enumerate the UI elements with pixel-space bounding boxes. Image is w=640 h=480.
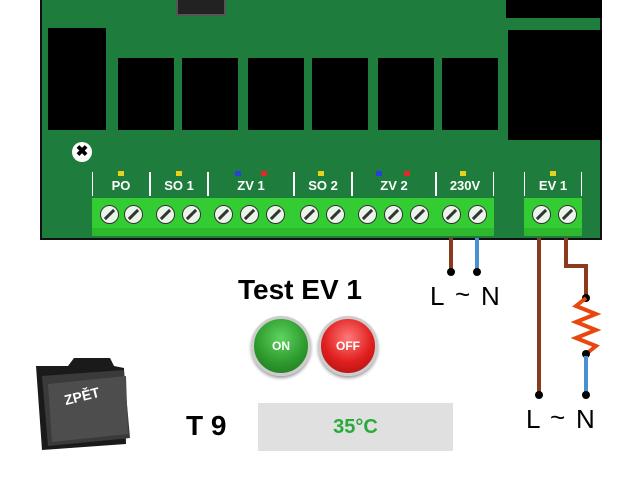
led-so1 <box>176 171 182 176</box>
screw <box>182 205 201 224</box>
screw <box>156 205 175 224</box>
relay-po <box>118 58 174 130</box>
screw <box>300 205 319 224</box>
led-zv2-blue <box>376 171 382 176</box>
terminal-label-po: PO <box>92 172 150 196</box>
terminal-label-zv1: ZV 1 <box>208 172 294 196</box>
screw <box>240 205 259 224</box>
screw <box>410 205 429 224</box>
led-zv1-red <box>261 171 267 176</box>
led-zv1-blue <box>235 171 241 176</box>
mains-label-l: L <box>430 281 445 311</box>
terminal-label-so2: SO 2 <box>294 172 352 196</box>
screw <box>326 205 345 224</box>
terminal-label-ev1: EV 1 <box>524 172 582 196</box>
relay-zv2 <box>378 58 434 130</box>
close-icon[interactable]: ✖ <box>72 142 92 162</box>
on-button[interactable]: ON <box>251 316 311 376</box>
screw <box>266 205 285 224</box>
screw <box>214 205 233 224</box>
led-po <box>118 171 124 176</box>
off-button[interactable]: OFF <box>318 316 378 376</box>
relay-top-right <box>506 0 602 18</box>
screw <box>384 205 403 224</box>
terminal-label-230v: 230V <box>436 172 494 196</box>
screw <box>558 205 577 224</box>
terminal-label-zv2: ZV 2 <box>352 172 436 196</box>
screw <box>442 205 461 224</box>
ev-label-n: N <box>576 404 595 434</box>
temperature-value: 35°C <box>258 403 453 451</box>
screw <box>124 205 143 224</box>
screw <box>358 205 377 224</box>
relay-ev1 <box>508 30 602 140</box>
led-230v <box>460 171 466 176</box>
test-title: Test EV 1 <box>238 274 362 305</box>
screw <box>532 205 551 224</box>
relay-so2 <box>312 58 368 130</box>
ev-label-tilde: ~ <box>550 402 566 432</box>
screw <box>100 205 119 224</box>
screw <box>468 205 487 224</box>
sensor-name: T 9 <box>186 410 227 441</box>
relay-230v <box>442 58 498 130</box>
led-zv2-red <box>404 171 410 176</box>
back-button[interactable]: ZPĚT <box>28 354 134 454</box>
mains-label-n: N <box>481 281 500 311</box>
ic-chip <box>48 28 106 130</box>
relay-so1 <box>182 58 238 130</box>
led-so2 <box>318 171 324 176</box>
ev-label-l: L <box>526 404 541 434</box>
relay-zv1 <box>248 58 304 130</box>
connector-top <box>176 0 226 16</box>
folder-icon <box>36 358 130 450</box>
terminal-label-so1: SO 1 <box>150 172 208 196</box>
mains-label-tilde: ~ <box>455 279 471 309</box>
led-ev1 <box>550 171 556 176</box>
